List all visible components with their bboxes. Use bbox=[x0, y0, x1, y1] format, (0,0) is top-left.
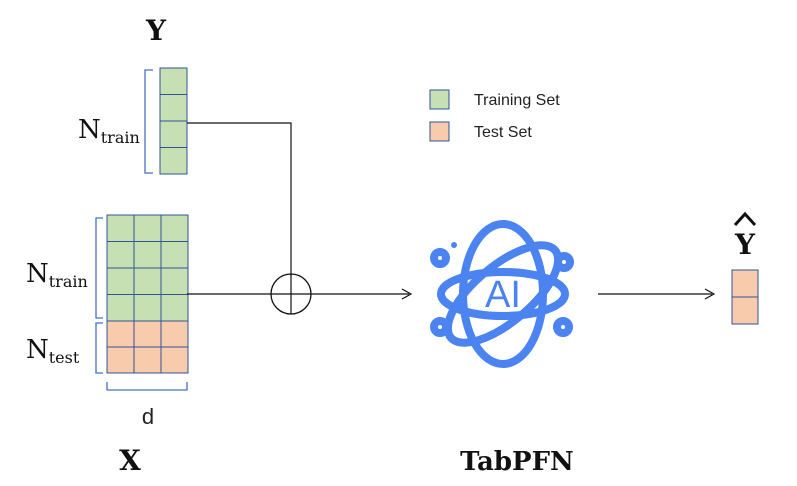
matrix-cell bbox=[160, 320, 189, 348]
ai-icon-text: AI bbox=[485, 274, 521, 316]
svg-text:Y: Y bbox=[734, 228, 756, 261]
matrix-cell bbox=[106, 294, 135, 322]
legend-swatch bbox=[429, 121, 450, 142]
d-label: d bbox=[142, 404, 154, 429]
brace-d bbox=[106, 382, 188, 391]
matrix-cell bbox=[133, 320, 162, 348]
arrow-to-output bbox=[598, 288, 716, 300]
matrix-cell bbox=[133, 267, 162, 295]
x-label: X bbox=[119, 444, 141, 477]
matrix-cell bbox=[106, 214, 135, 242]
matrix-cell bbox=[159, 120, 188, 148]
matrix-cell bbox=[731, 296, 759, 325]
brace-x-test bbox=[95, 322, 103, 374]
arrow-to-model bbox=[311, 288, 413, 300]
x-train-matrix bbox=[106, 214, 189, 322]
matrix-cell bbox=[106, 346, 135, 374]
matrix-cell bbox=[160, 267, 189, 295]
legend-label: Test Set bbox=[474, 124, 532, 141]
matrix-cell bbox=[133, 294, 162, 322]
matrix-cell bbox=[133, 214, 162, 242]
matrix-cell bbox=[160, 346, 189, 374]
matrix-cell bbox=[160, 294, 189, 322]
n-test-x-label: Ntest bbox=[26, 335, 80, 367]
brace-y-train bbox=[144, 69, 153, 174]
legend-label: Training Set bbox=[474, 92, 560, 109]
n-train-x-label: Ntrain bbox=[26, 259, 88, 291]
y-hat-matrix bbox=[731, 269, 759, 325]
matrix-cell bbox=[731, 269, 759, 298]
brace-x-train bbox=[95, 217, 103, 319]
matrix-cell bbox=[133, 346, 162, 374]
y-hat-label: Y bbox=[733, 211, 757, 261]
hat-icon bbox=[733, 211, 757, 227]
matrix-cell bbox=[133, 241, 162, 269]
ai-atom-icon bbox=[430, 220, 574, 368]
n-train-y-label: Ntrain bbox=[78, 115, 140, 147]
y-train-matrix bbox=[159, 67, 188, 175]
matrix-cell bbox=[106, 241, 135, 269]
x-test-matrix bbox=[106, 320, 189, 374]
concat-operator-icon bbox=[270, 273, 312, 315]
y-connector-line bbox=[187, 122, 292, 276]
matrix-cell bbox=[159, 94, 188, 122]
matrix-cell bbox=[159, 147, 188, 175]
matrix-cell bbox=[106, 320, 135, 348]
matrix-cell bbox=[160, 214, 189, 242]
legend-swatch bbox=[429, 89, 450, 110]
matrix-cell bbox=[106, 267, 135, 295]
matrix-cell bbox=[159, 67, 188, 95]
matrix-cell bbox=[160, 241, 189, 269]
model-label: TabPFN bbox=[460, 447, 574, 477]
y-label: Y bbox=[145, 14, 167, 47]
